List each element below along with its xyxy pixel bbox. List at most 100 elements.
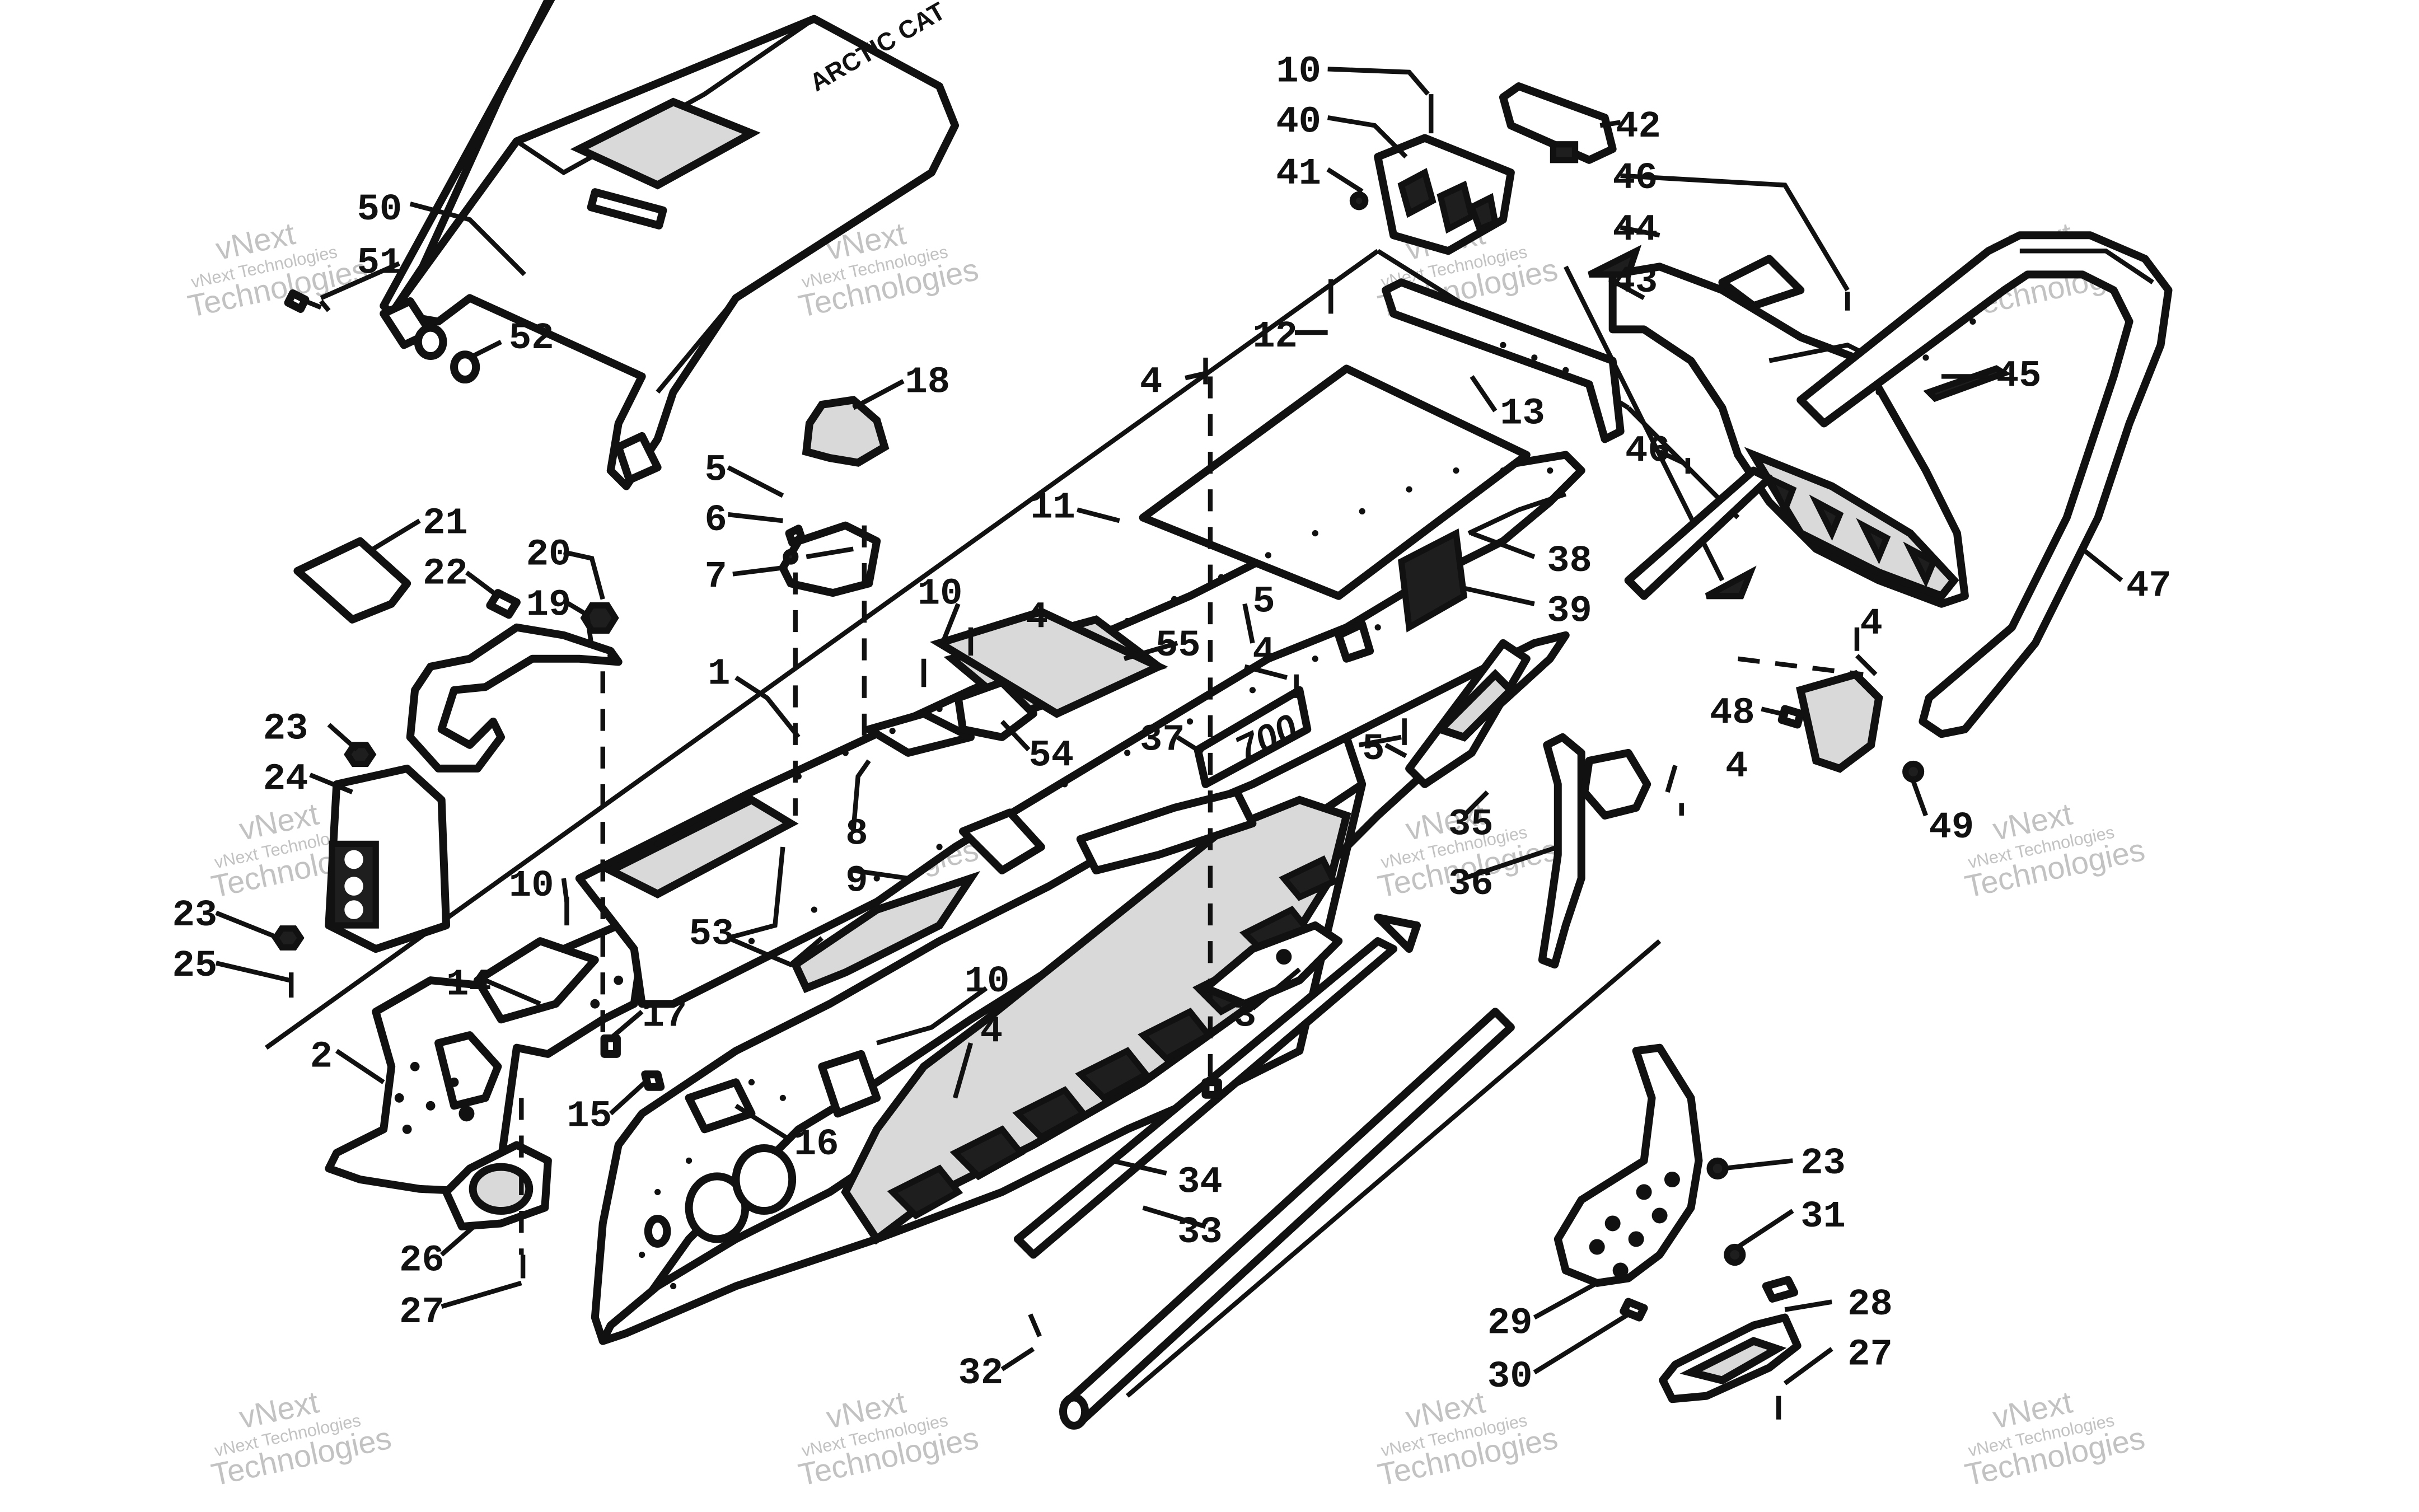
rear-axle-rod: [1059, 1008, 1515, 1430]
callout-43: 43: [1613, 261, 1658, 303]
grab-handle-cover: [293, 537, 411, 624]
reflector-decal: [1718, 255, 1805, 310]
callout-33: 33: [1177, 1211, 1223, 1254]
watermark: vNext vNext Technologies Technologies: [1962, 1384, 2147, 1492]
watermark: vNext vNext Technologies Technologies: [1962, 796, 2147, 905]
callout-37: 37: [1140, 719, 1185, 761]
bolt: [486, 589, 521, 619]
callout-34: 34: [1177, 1161, 1223, 1204]
side-rail: [1624, 466, 1774, 600]
callout-51: 51: [357, 242, 403, 284]
callout-24: 24: [263, 758, 308, 801]
clip: [1762, 1276, 1799, 1303]
washer: [1349, 191, 1369, 210]
screw: [1620, 1298, 1648, 1322]
callout-39: 39: [1547, 590, 1592, 633]
callout-4: 4: [1860, 603, 1883, 645]
callout-10: 10: [965, 961, 1010, 1003]
callout-9: 9: [845, 860, 868, 902]
callout-23: 23: [1800, 1143, 1846, 1185]
left-bulkhead: [325, 921, 646, 1196]
rear-bumper: [1796, 231, 2173, 738]
arrow: [1705, 565, 1757, 600]
callout-46: 46: [1625, 430, 1671, 473]
callout-18: 18: [905, 361, 951, 404]
callout-36: 36: [1448, 863, 1494, 906]
footrest-bracket: [1554, 1043, 1703, 1287]
decal-strip: [1923, 365, 2011, 402]
toe-hold: [442, 1141, 552, 1231]
nut: [272, 925, 305, 951]
tunnel: [575, 364, 1585, 1345]
callout-35: 35: [1448, 804, 1494, 846]
watermark: vNext vNext Technologies Technologies: [208, 1384, 394, 1492]
callout-28: 28: [1847, 1284, 1893, 1326]
front-bracket: [406, 623, 623, 773]
callout-49: 49: [1929, 807, 1974, 849]
callouts: 50 51 52 18 5 6 7 21 22 20 19 23 24 23 2…: [172, 51, 2172, 1398]
callout-11: 11: [1030, 487, 1075, 530]
callout-10: 10: [918, 573, 963, 616]
fasteners: [564, 292, 1878, 1099]
seat-screw: [284, 289, 331, 313]
side-plate: [325, 764, 451, 953]
step-plate: [1659, 1313, 1802, 1403]
callout-40: 40: [1276, 101, 1321, 143]
nut: [1902, 760, 1925, 783]
callout-14: 14: [446, 963, 492, 1006]
lower-bracket: [1201, 921, 1343, 1008]
callout-41: 41: [1276, 153, 1321, 195]
callout-7: 7: [705, 556, 727, 598]
callout-13: 13: [1500, 392, 1545, 435]
pin: [1028, 1313, 1042, 1337]
callout-45: 45: [1996, 355, 2042, 397]
callout-48: 48: [1710, 692, 1755, 735]
watermark: vNext vNext Technologies Technologies: [185, 216, 371, 324]
callout-52: 52: [509, 317, 554, 360]
nut: [580, 602, 619, 634]
bumper-end-cap: [1499, 82, 1617, 164]
leader-lines: [215, 67, 2123, 1385]
callout-32: 32: [958, 1352, 1004, 1395]
callout-4: 4: [1252, 631, 1275, 673]
seat: ARCTIC CAT: [380, 0, 960, 490]
callout-29: 29: [1487, 1303, 1533, 1345]
callout-20: 20: [526, 534, 572, 577]
callout-12: 12: [1252, 316, 1298, 358]
callout-10: 10: [1276, 51, 1321, 93]
seat-nut: [414, 324, 480, 384]
callout-38: 38: [1547, 540, 1592, 583]
callout-5: 5: [1252, 581, 1275, 624]
rivet-holes: [639, 467, 1554, 1290]
callout-15: 15: [567, 1096, 612, 1138]
rear-flap-assembly: [1608, 263, 1969, 608]
callout-55: 55: [1155, 625, 1201, 667]
callout-5: 5: [1362, 728, 1384, 771]
callout-23: 23: [172, 895, 218, 937]
callout-4: 4: [1725, 746, 1748, 788]
callout-44: 44: [1613, 209, 1658, 252]
callout-1: 1: [708, 653, 730, 696]
callout-23: 23: [263, 708, 308, 751]
watermark: vNext vNext Technologies Technologies: [796, 216, 981, 324]
callout-8: 8: [845, 813, 868, 855]
callout-27: 27: [399, 1291, 445, 1334]
callout-47: 47: [2126, 565, 2172, 608]
callout-4: 4: [980, 1010, 1003, 1053]
callout-27: 27: [1847, 1334, 1893, 1377]
arrow: [1588, 245, 1642, 278]
nut: [1724, 1243, 1746, 1266]
callout-30: 30: [1487, 1356, 1533, 1398]
callout-50: 50: [357, 189, 403, 231]
callout-5: 5: [705, 449, 727, 491]
callout-31: 31: [1800, 1196, 1846, 1238]
callout-4: 4: [1140, 361, 1162, 404]
storage-cover: [802, 396, 890, 467]
snow-flap-bracket: [1405, 639, 1531, 788]
callout-10: 10: [509, 865, 554, 907]
callout-6: 6: [705, 499, 727, 542]
callout-4: 4: [1026, 597, 1048, 639]
callout-26: 26: [399, 1239, 445, 1282]
callout-53: 53: [689, 914, 734, 956]
